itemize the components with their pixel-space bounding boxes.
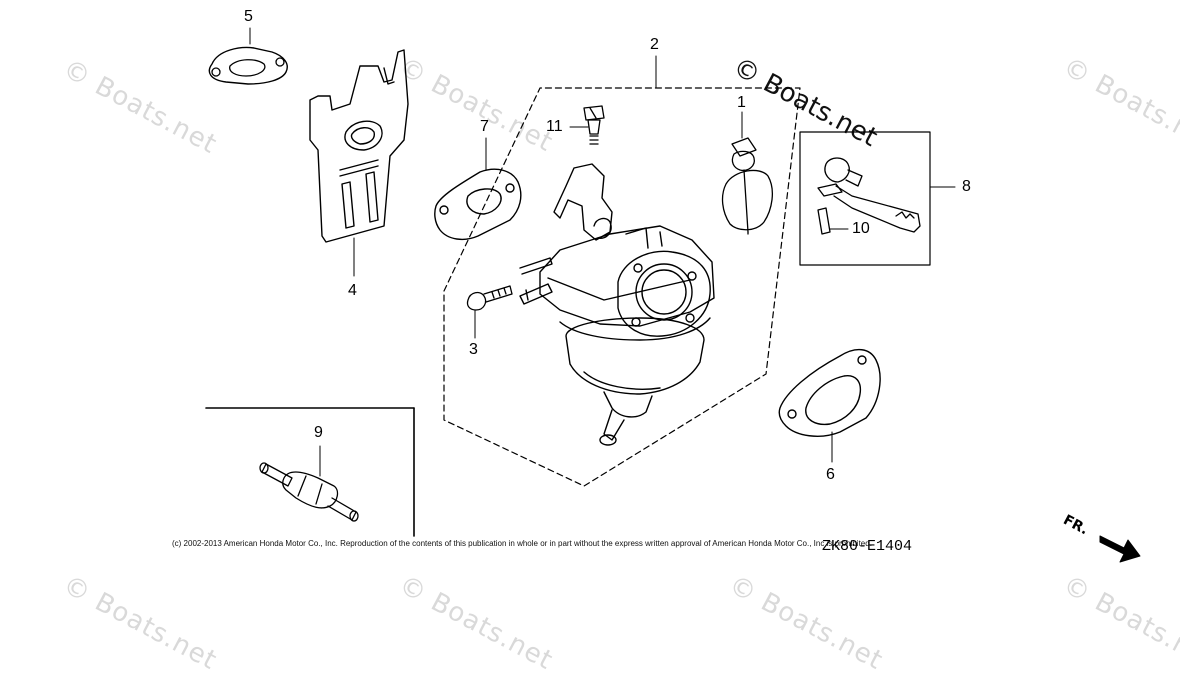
callout-4: 4 <box>348 282 357 299</box>
copyright-notice: (c) 2002-2013 American Honda Motor Co., … <box>172 539 872 548</box>
parts-diagram: © Boats.net © Boats.net © Boats.net © Bo… <box>58 8 1180 676</box>
diagram-drawing <box>205 27 1141 563</box>
part-9-fuel-filter <box>259 462 359 522</box>
part-10-pin <box>817 207 831 235</box>
callout-11: 11 <box>546 118 563 135</box>
diagram-code: ZK80-E1404 <box>822 538 913 555</box>
callout-1: 1 <box>737 94 746 111</box>
box-part-9 <box>205 407 415 537</box>
leader-lines <box>249 27 956 477</box>
callout-7: 7 <box>480 118 489 135</box>
callout-3: 3 <box>469 341 478 358</box>
part-2-carburetor <box>519 163 715 446</box>
callout-10: 10 <box>852 220 870 237</box>
callout-6: 6 <box>826 466 835 483</box>
part-5-gasket <box>208 46 288 85</box>
callout-5: 5 <box>244 8 253 25</box>
box-part-8 <box>799 131 931 266</box>
front-arrow <box>1099 535 1141 563</box>
part-6-gasket <box>778 349 881 437</box>
callout-8: 8 <box>962 178 971 195</box>
assembly-box-2 <box>443 87 801 487</box>
part-3-screw <box>466 285 513 311</box>
part-4-insulator <box>309 49 409 243</box>
callout-2: 2 <box>650 36 659 53</box>
part-7-gasket <box>434 168 522 241</box>
part-8-lever <box>817 157 921 233</box>
part-1-float <box>721 137 774 235</box>
callout-9: 9 <box>314 424 323 441</box>
part-11-screw <box>583 105 605 145</box>
